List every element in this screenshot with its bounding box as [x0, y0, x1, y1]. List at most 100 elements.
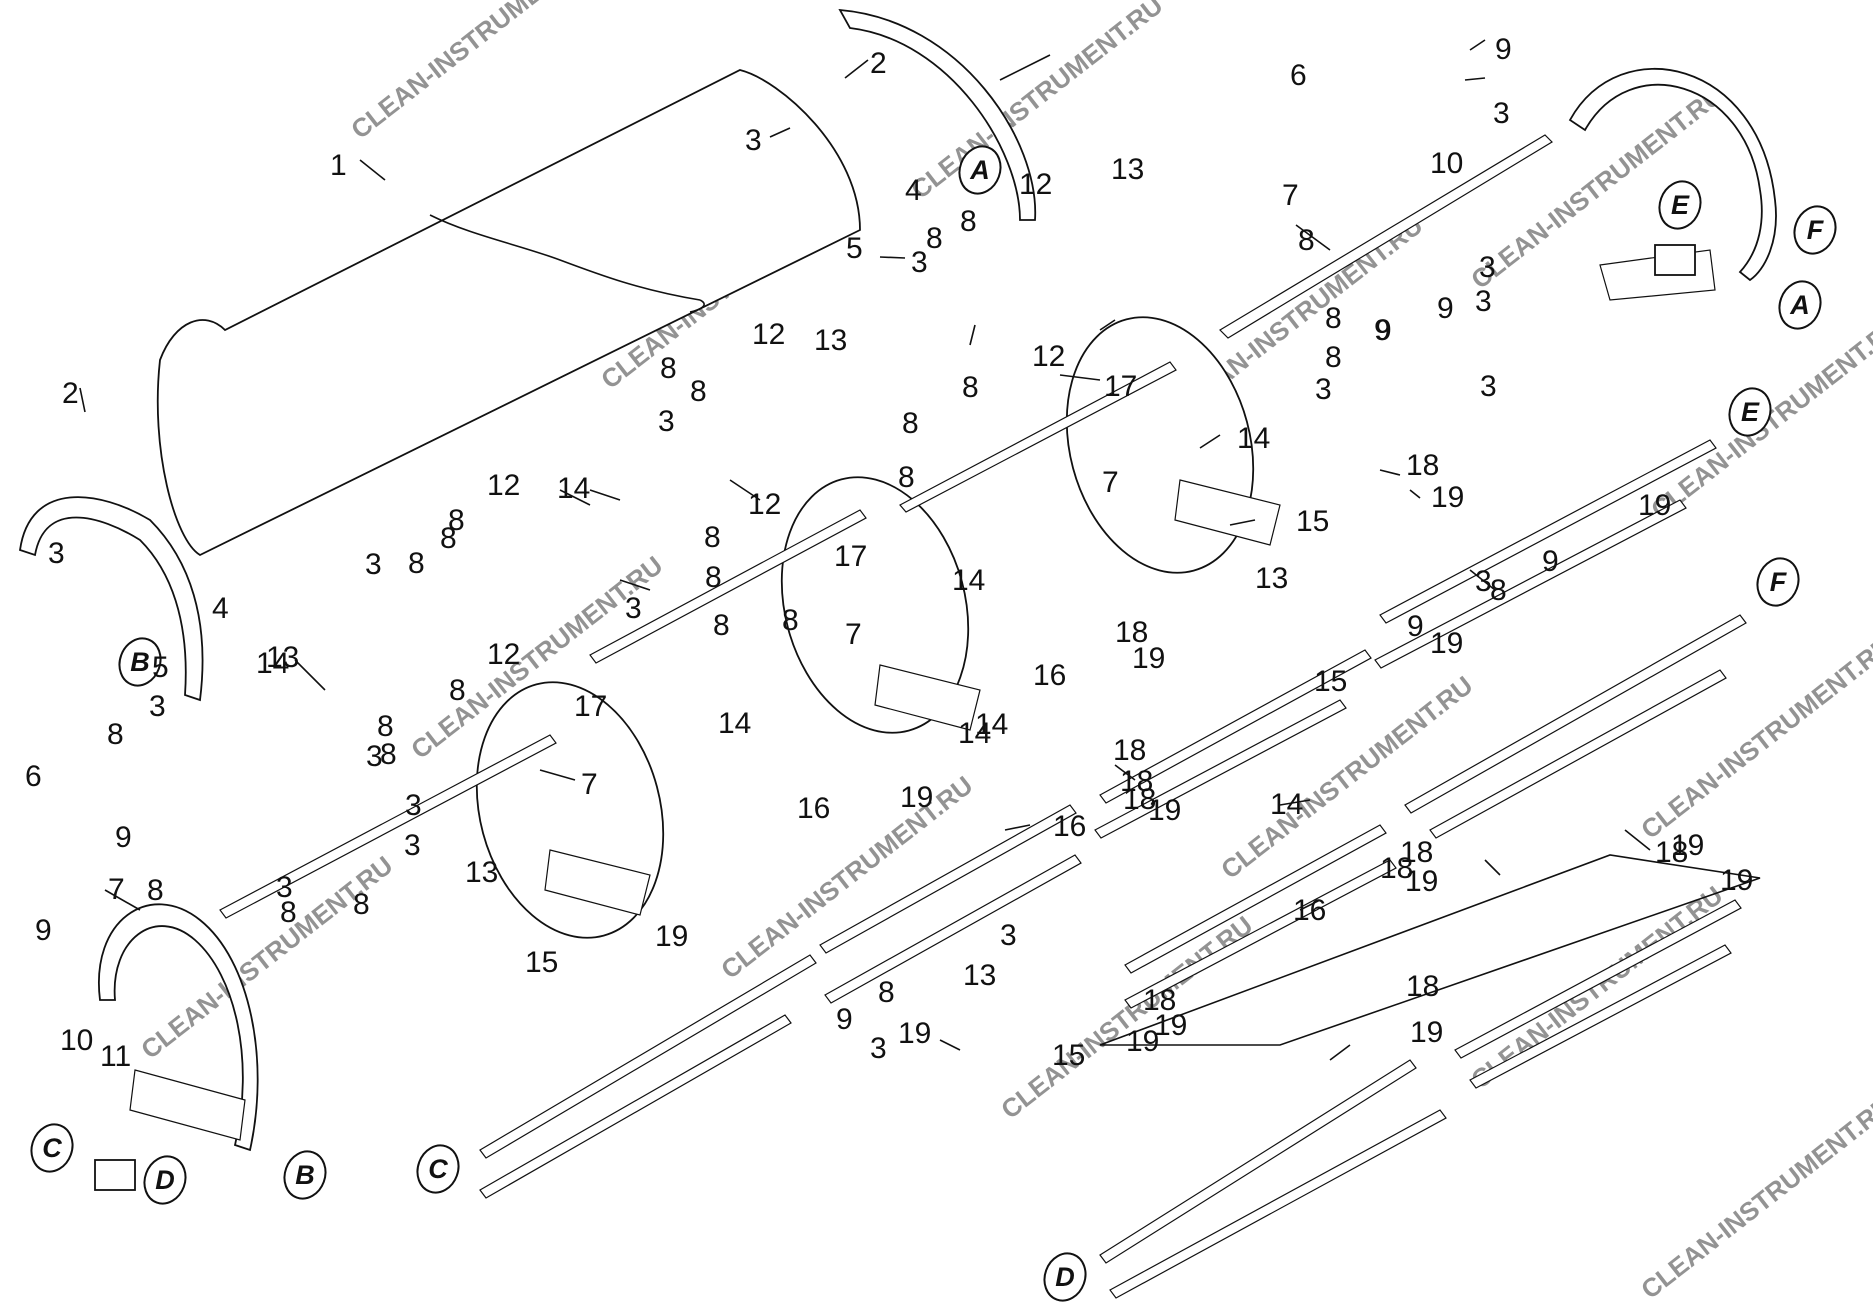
part-number-label: 8: [107, 718, 124, 751]
part-number-label: 8: [960, 205, 977, 238]
part-number-label: 3: [658, 405, 675, 438]
watermark-text: CLEAN-INSTRUMENT.RU: [345, 0, 608, 145]
part-number-label: 14: [952, 564, 985, 597]
callout-e: E: [1658, 180, 1702, 230]
leader-line: [1059, 374, 1101, 381]
part-number-label: 19: [1132, 642, 1165, 675]
part-number-label: 8: [1490, 574, 1507, 607]
ribbed-ring-part-17: [475, 316, 1255, 939]
part-number-label: 17: [1104, 370, 1137, 403]
callout-letter-text: E: [1671, 190, 1690, 220]
part-number-label: 19: [1720, 864, 1753, 897]
part-number-label: 12: [1019, 168, 1052, 201]
part-number-label: 8: [1298, 224, 1315, 257]
part-number-label: 8: [713, 609, 730, 642]
part-number-label: 12: [748, 488, 781, 521]
callout-d: D: [143, 1155, 187, 1205]
part-number-label: 13: [465, 856, 498, 889]
part-number-label: 8: [704, 521, 721, 554]
part-number-label: 18: [1123, 783, 1156, 816]
part-number-label: 14: [958, 717, 991, 750]
leader-line: [879, 256, 906, 259]
callout-letter-text: B: [295, 1160, 315, 1190]
leader-line: [104, 889, 141, 911]
part-number-label: 3: [870, 1032, 887, 1065]
leader-line: [1004, 824, 1031, 831]
leader-line: [1099, 319, 1116, 331]
end-ring-part-6: [98, 68, 1777, 1152]
part-number-label: 19: [1431, 481, 1464, 514]
part-number-label: 18: [1655, 836, 1688, 869]
part-number-label: 18: [1380, 852, 1413, 885]
leader-line: [1299, 899, 1321, 911]
part-number-label: 13: [814, 324, 847, 357]
leader-line: [969, 324, 976, 346]
part-number-label: 18: [1113, 734, 1146, 767]
part-number-label: 15: [1314, 665, 1347, 698]
part-number-label: 15: [1296, 505, 1329, 538]
leader-line: [769, 127, 791, 138]
leader-line: [1114, 764, 1136, 781]
part-number-label: 9: [1437, 292, 1454, 325]
detail-frame: [1099, 854, 1761, 1046]
part-number-label: 10: [1430, 147, 1463, 180]
part-number-label: 3: [276, 871, 293, 904]
leader-line: [1379, 469, 1401, 476]
part-number-label: 7: [1282, 179, 1299, 212]
part-number-label: 18: [1120, 765, 1153, 798]
part-number-label: 4: [905, 174, 922, 207]
cylinder-shell-part-1: [156, 69, 861, 557]
part-number-label: 13: [266, 641, 299, 674]
leader-line: [589, 489, 621, 501]
part-number-label: 3: [625, 592, 642, 625]
watermark-text: CLEAN-INSTRUMENT.RU: [995, 910, 1258, 1125]
part-number-label: 8: [1325, 302, 1342, 335]
part-number-label: 8: [280, 896, 297, 929]
part-number-label: 19: [1405, 865, 1438, 898]
part-number-label: 3: [366, 740, 383, 773]
callout-letter-text: B: [130, 647, 150, 677]
part-number-label: 18: [1406, 970, 1439, 1003]
arc-strip-part-2: [19, 8, 1036, 702]
part-number-label: 2: [62, 377, 79, 410]
part-number-label: 8: [898, 461, 915, 494]
part-number-label: 8: [926, 222, 943, 255]
part-number-label: 6: [1290, 59, 1307, 92]
part-number-label: 9: [1374, 314, 1391, 347]
leader-line: [359, 159, 386, 181]
callout-letter-text: E: [1741, 397, 1760, 427]
part-number-label: 2: [870, 47, 887, 80]
leader-line: [1469, 39, 1486, 51]
part-number-label: 5: [846, 232, 863, 265]
part-number-label: 19: [1638, 489, 1671, 522]
callout-letter-text: A: [969, 155, 990, 185]
part-number-label: 13: [963, 959, 996, 992]
leader-line: [79, 387, 86, 413]
part-number-label: 7: [108, 873, 125, 906]
part-number-label: 8: [782, 604, 799, 637]
callout-f: F: [1793, 205, 1837, 255]
part-number-label: 7: [845, 618, 862, 651]
part-number-label: 6: [25, 760, 42, 793]
part-number-label: 3: [149, 690, 166, 723]
part-number-label: 8: [449, 674, 466, 707]
part-number-label: 9: [1375, 314, 1392, 347]
part-number-label: 3: [365, 548, 382, 581]
part-number-label: 8: [962, 371, 979, 404]
part-number-label: 8: [448, 504, 465, 537]
callout-e: E: [1728, 387, 1772, 437]
part-number-label: 19: [1154, 1009, 1187, 1042]
part-number-label: 3: [405, 789, 422, 822]
part-number-label: 14: [1237, 422, 1270, 455]
part-number-label: 18: [1143, 984, 1176, 1017]
callout-c: C: [416, 1144, 460, 1194]
leader-line: [1295, 224, 1331, 251]
part-number-label: 12: [487, 469, 520, 502]
part-number-label: 16: [797, 792, 830, 825]
callout-c: C: [30, 1123, 74, 1173]
callout-a: A: [1778, 280, 1822, 330]
leader-line: [1279, 799, 1311, 806]
part-number-label: 16: [1053, 810, 1086, 843]
part-number-label: 8: [440, 522, 457, 555]
